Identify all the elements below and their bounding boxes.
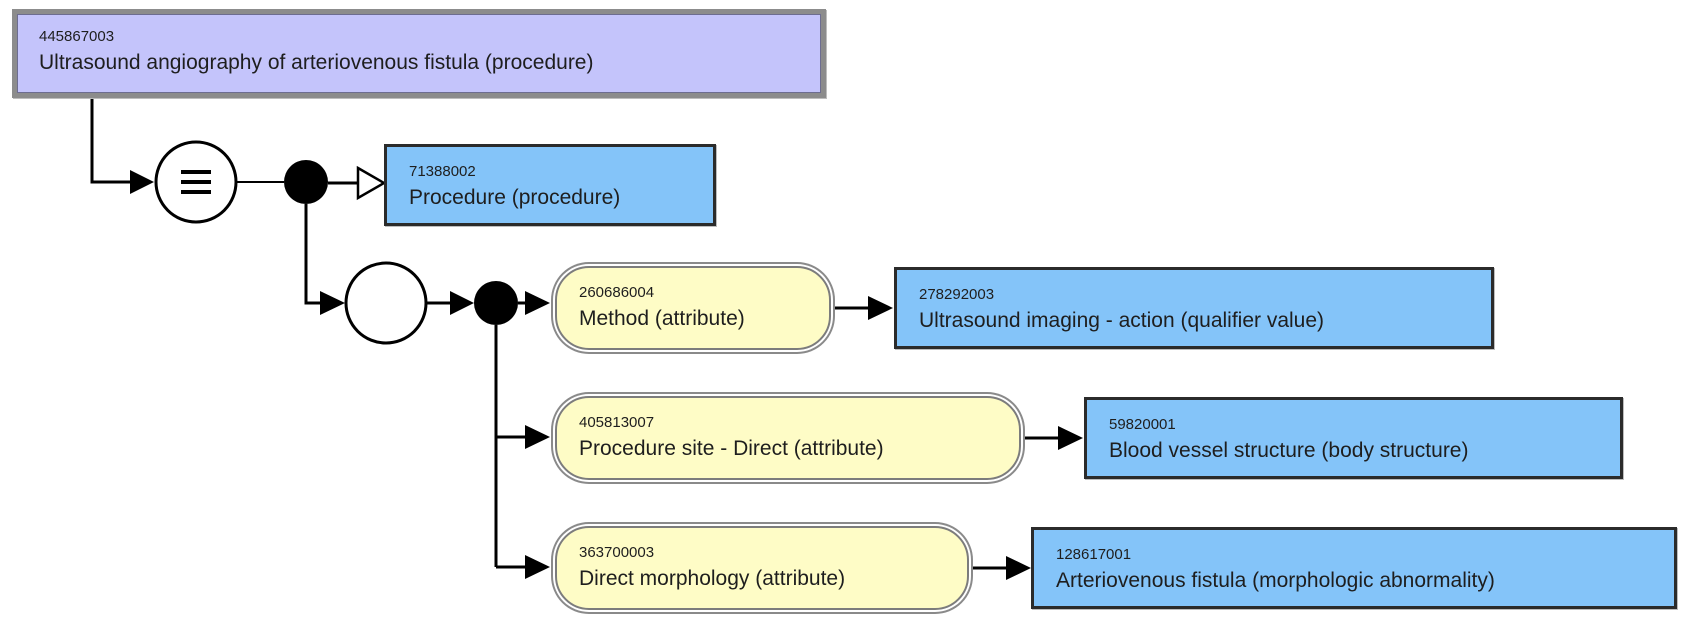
concept-term: Procedure (procedure): [409, 186, 621, 209]
attribute-id: 363700003: [579, 544, 655, 561]
attribute-box-method[interactable]: 260686004 Method (attribute): [555, 266, 831, 350]
parent-concept-box[interactable]: 71388002 Procedure (procedure): [384, 144, 716, 226]
concept-term: Ultrasound imaging - action (qualifier v…: [919, 309, 1325, 332]
concept-id: 278292003: [919, 286, 995, 303]
connector-to-attribute-group: [304, 204, 322, 305]
concept-id: 445867003: [39, 28, 115, 45]
arrowhead-icon: [1006, 556, 1031, 580]
arrowhead-icon: [1058, 426, 1083, 450]
arrowhead-icon: [525, 291, 550, 315]
concept-term: Arteriovenous fistula (morphologic abnor…: [1056, 569, 1495, 592]
concept-term: Ultrasound angiography of arteriovenous …: [39, 51, 594, 74]
concept-id: 71388002: [409, 163, 476, 180]
value-box-ultrasound-imaging[interactable]: 278292003 Ultrasound imaging - action (q…: [894, 267, 1494, 349]
concept-id: 128617001: [1056, 546, 1132, 563]
value-box-arteriovenous-fistula[interactable]: 128617001 Arteriovenous fistula (morphol…: [1031, 527, 1677, 609]
conjunction-dot: [284, 160, 328, 204]
focus-concept-box[interactable]: 445867003 Ultrasound angiography of arte…: [12, 9, 826, 98]
arrowhead-icon: [320, 291, 345, 315]
equivalence-icon: [181, 170, 211, 194]
arrowhead-icon: [525, 555, 550, 579]
concept-term: Blood vessel structure (body structure): [1109, 439, 1469, 462]
arrowhead-icon: [130, 170, 154, 194]
connector-focus-to-definition: [90, 98, 130, 184]
attribute-id: 405813007: [579, 414, 655, 431]
arrowhead-icon: [868, 296, 893, 320]
attribute-term: Direct morphology (attribute): [579, 567, 846, 590]
attribute-id: 260686004: [579, 284, 655, 301]
arrowhead-icon: [450, 291, 474, 315]
attribute-box-procedure-site-direct[interactable]: 405813007 Procedure site - Direct (attri…: [555, 396, 1021, 480]
definition-status-node: [154, 140, 238, 224]
group-conjunction-dot: [474, 281, 518, 325]
attribute-term: Method (attribute): [579, 307, 745, 330]
concept-id: 59820001: [1109, 416, 1176, 433]
is-a-open-arrow-icon: [356, 165, 387, 201]
arrowhead-icon: [525, 425, 550, 449]
attribute-box-direct-morphology[interactable]: 363700003 Direct morphology (attribute): [555, 526, 969, 610]
attribute-group-node: [344, 261, 428, 345]
attribute-term: Procedure site - Direct (attribute): [579, 437, 884, 460]
value-box-blood-vessel-structure[interactable]: 59820001 Blood vessel structure (body st…: [1084, 397, 1623, 479]
